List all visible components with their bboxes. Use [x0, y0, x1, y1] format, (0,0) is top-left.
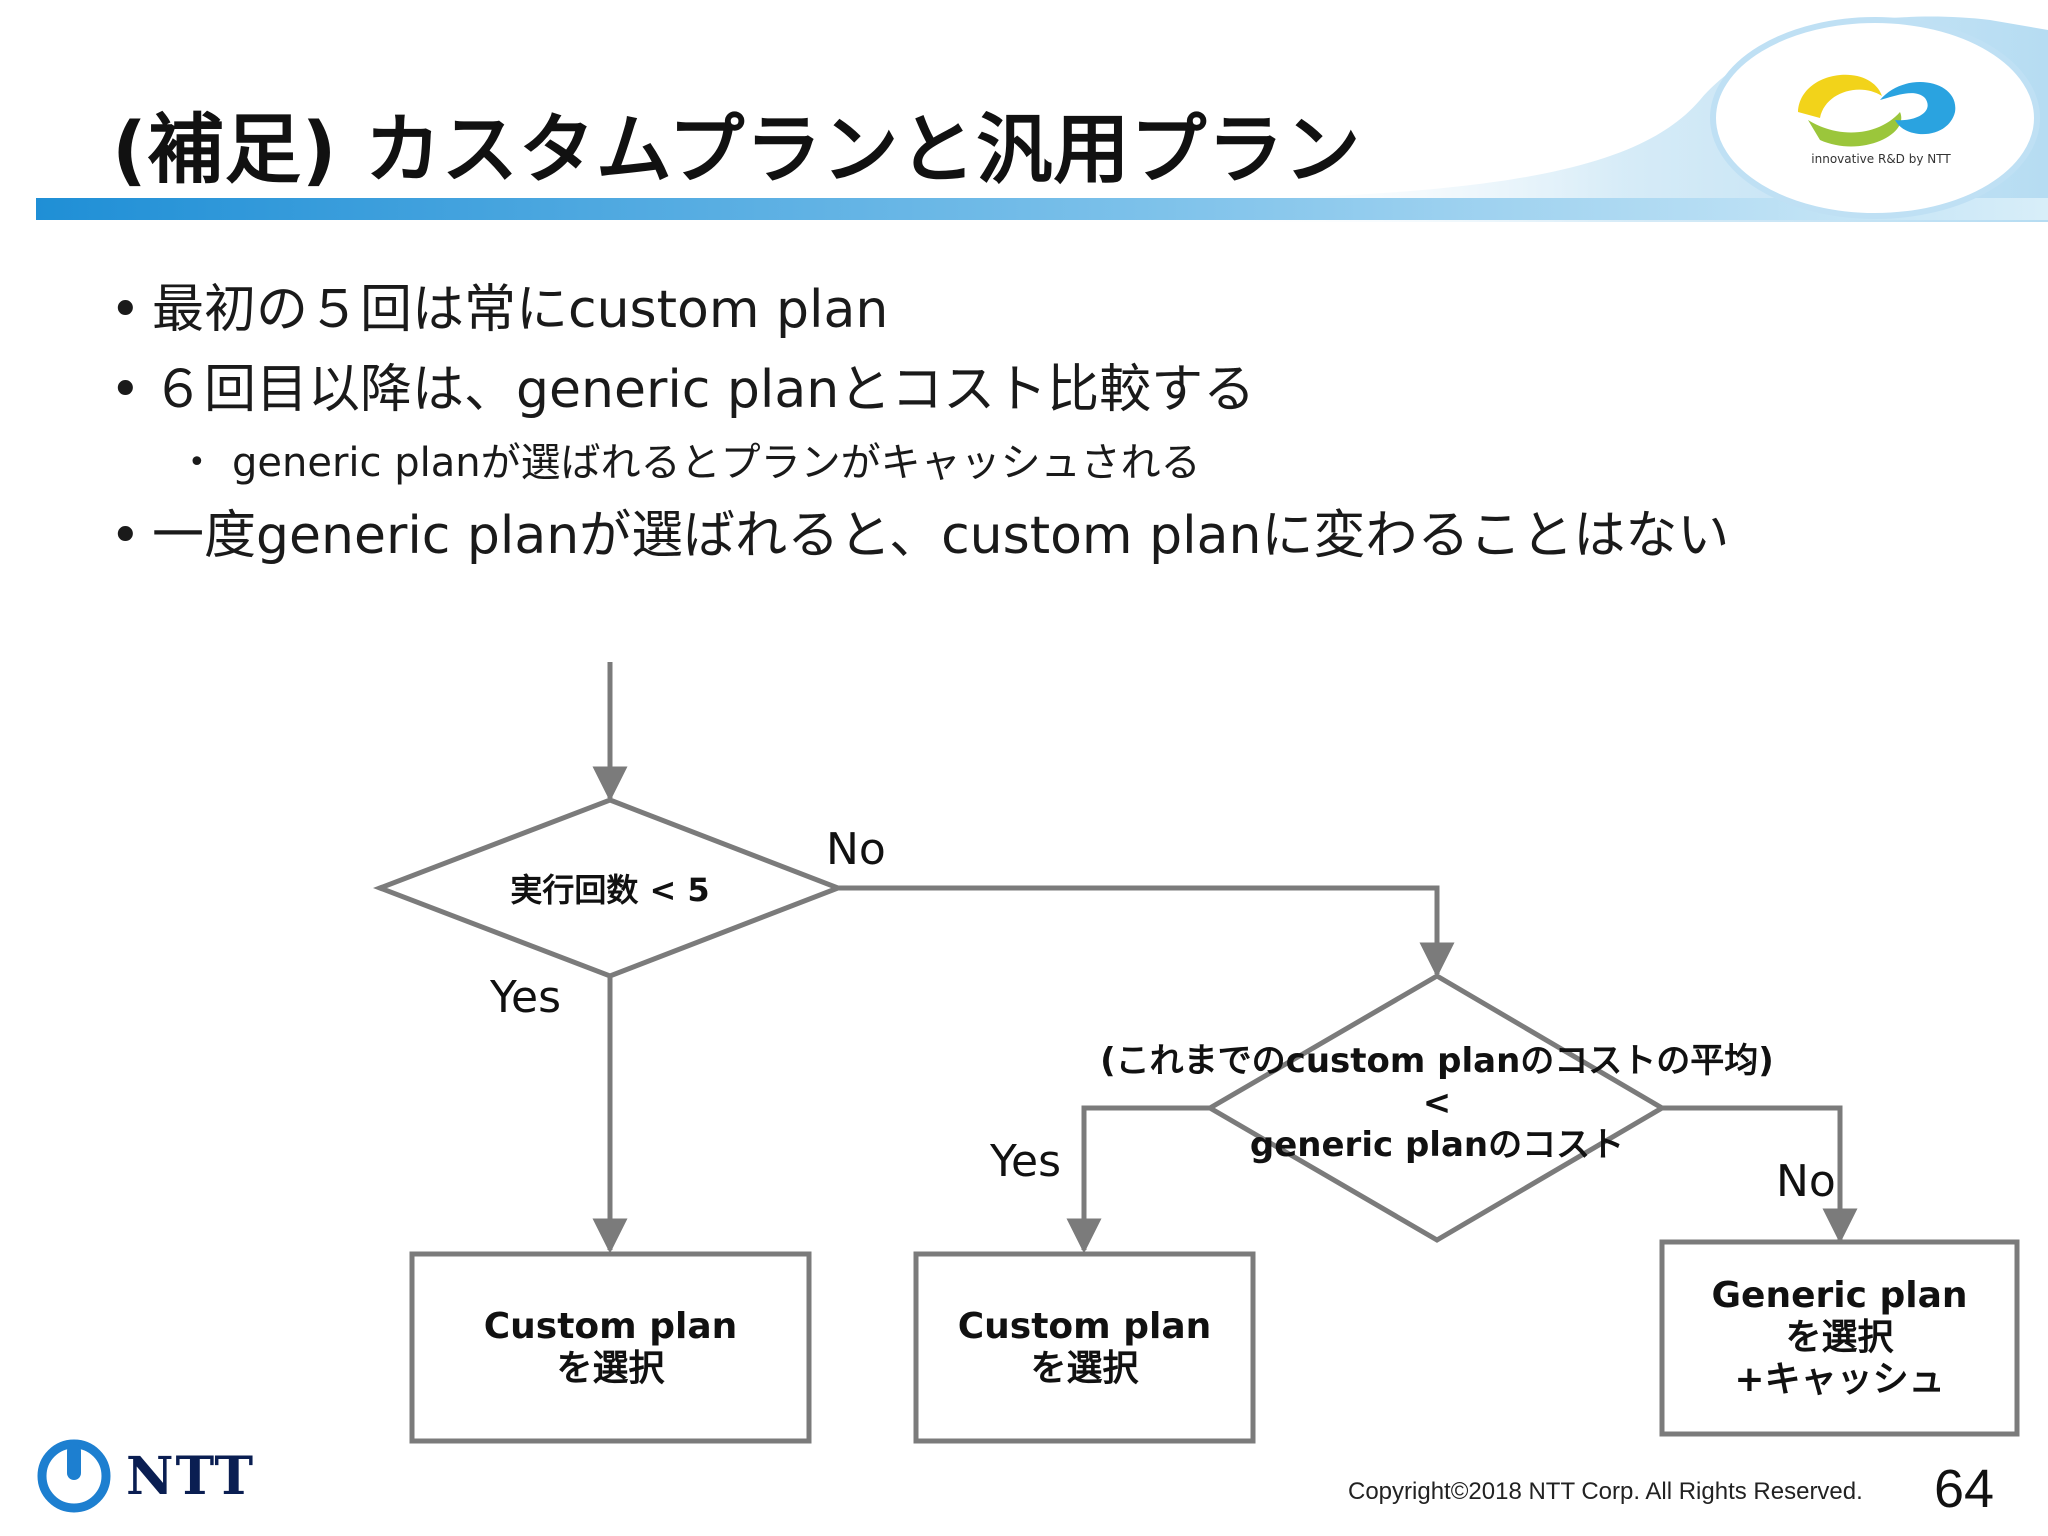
d2-yes-arrow — [1066, 1105, 1210, 1254]
bullet-item: • 最初の５回は常にcustom plan — [110, 270, 1729, 350]
d1-no-label: No — [826, 824, 886, 875]
header-banner — [36, 16, 2048, 222]
bullet-dot-icon: • — [110, 360, 141, 420]
d1-yes-label: Yes — [490, 972, 562, 1023]
decision2-diamond — [1205, 973, 1667, 1243]
sub-bullet-item: • generic planが選ばれるとプランがキャッシュされる — [110, 430, 1729, 496]
decision2-line3: generic planのコスト — [1249, 1125, 1625, 1165]
decision1-label: 実行回数 < 5 — [460, 860, 760, 916]
bullet-list: • 最初の５回は常にcustom plan • ６回目以降は、generic p… — [110, 270, 1729, 576]
copyright: Copyright©2018 NTT Corp. All Rights Rese… — [1348, 1478, 1863, 1505]
generic-plan-line1: Generic plan — [1711, 1275, 1968, 1316]
sub-bullet-text: generic planが選ばれるとプランがキャッシュされる — [232, 440, 1201, 486]
custom-plan-2-line1: Custom plan — [957, 1305, 1212, 1347]
ntt-mark-icon — [37, 1439, 111, 1513]
d2-no-arrow — [1662, 1105, 1858, 1244]
generic-plan-box — [1659, 1239, 2020, 1437]
custom-plan-1-line1: Custom plan — [483, 1305, 738, 1347]
custom-plan-box-2-label: Custom plan を選択 — [916, 1254, 1253, 1441]
d1-no-arrow — [838, 885, 1455, 978]
generic-plan-line3: +キャッシュ — [1734, 1359, 1945, 1400]
custom-plan-1-line2: を選択 — [556, 1347, 665, 1389]
bullet-text: 一度generic planが選ばれると、custom planに変わることはな… — [152, 506, 1730, 566]
decision1-text: 実行回数 < 5 — [510, 871, 710, 909]
page-number: 64 — [1934, 1459, 1995, 1519]
custom-plan-box-1-label: Custom plan を選択 — [412, 1254, 809, 1441]
bullet-text: 最初の５回は常にcustom plan — [152, 280, 889, 340]
bullet-item: • ６回目以降は、generic planとコスト比較する — [110, 350, 1729, 430]
bullet-dot-icon: • — [110, 506, 141, 566]
innovative-logo-icon — [1798, 74, 1956, 147]
decision2-label: (これまでのcustom planのコストの平均) < generic plan… — [1057, 1036, 1817, 1170]
slide-title: (補足) カスタムプランと汎用プラン — [112, 105, 1362, 194]
decision2-line2: < — [1422, 1083, 1452, 1123]
bullet-text: ６回目以降は、generic planとコスト比較する — [152, 360, 1256, 420]
d2-yes-label: Yes — [990, 1136, 1062, 1187]
header-accent-bar — [36, 198, 2048, 220]
generic-plan-line2: を選択 — [1785, 1317, 1894, 1358]
logo-tagline: innovative R&D by NTT — [1811, 152, 1951, 166]
bullet-dot-icon: • — [188, 445, 206, 480]
bullet-item: • 一度generic planが選ばれると、custom planに変わること… — [110, 496, 1729, 576]
ntt-logo-text: NTT — [126, 1445, 256, 1507]
d2-no-label: No — [1776, 1156, 1836, 1207]
decision2-line1: (これまでのcustom planのコストの平均) — [1100, 1041, 1774, 1081]
custom-plan-2-line2: を選択 — [1030, 1347, 1139, 1389]
ntt-logo: NTT — [36, 1438, 255, 1514]
custom-plan-box-1 — [409, 1251, 812, 1444]
logo-ring — [1710, 17, 2040, 219]
custom-plan-box-2 — [913, 1251, 1256, 1444]
generic-plan-box-label: Generic plan を選択 +キャッシュ — [1662, 1242, 2017, 1434]
bullet-dot-icon: • — [110, 280, 141, 340]
